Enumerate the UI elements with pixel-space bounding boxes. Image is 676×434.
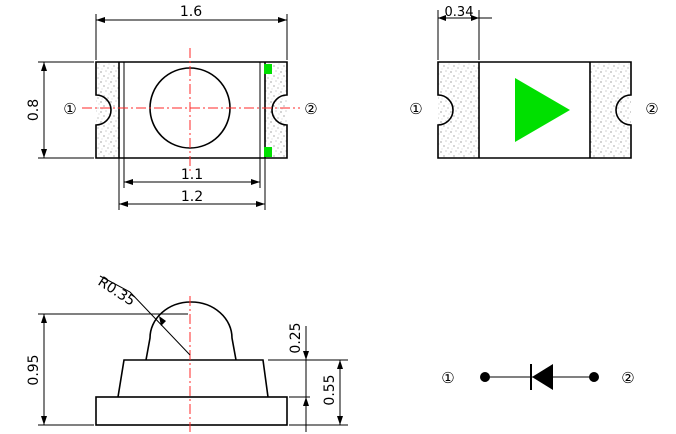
dim-1-1-arrow-left: [124, 179, 133, 185]
dim-0-95-label: 0.95: [26, 354, 42, 385]
dim-0-55-arrow-top: [337, 360, 343, 369]
dim-1-1-label: 1.1: [181, 167, 203, 183]
dim-0-25-arrow-lower: [303, 397, 309, 406]
polarity-mark-bottom: [264, 147, 272, 157]
side-body: [117, 359, 269, 398]
bottom-right-pad: [590, 62, 631, 158]
bottom-view: 0.34 ① ②: [409, 5, 659, 159]
left-pad-fill: [96, 62, 119, 158]
dim-0-34-arrow-left: [438, 15, 446, 21]
radius-arrow: [159, 316, 166, 326]
dim-0-55-label: 0.55: [322, 374, 338, 405]
dim-1-6-label: 1.6: [180, 4, 202, 20]
diode-symbol: ① ②: [441, 364, 635, 390]
radius-leader-1: [99, 275, 131, 293]
bottom-view-pin2-label: ②: [645, 100, 658, 118]
dim-1-2-arrow-right: [256, 201, 265, 207]
diode-pin2-label: ②: [621, 369, 634, 387]
radius-label: R0.35: [95, 274, 138, 310]
top-body-outline: [95, 61, 288, 159]
side-base: [95, 396, 288, 426]
dim-0-55-arrow-bottom: [337, 416, 343, 425]
top-view-pin1-label: ①: [63, 100, 76, 118]
dim-0-25-arrow: [303, 351, 309, 360]
polarity-mark-top: [264, 64, 272, 74]
right-pad-fill: [265, 62, 287, 158]
dim-0-95-arrow-top: [41, 314, 47, 323]
dim-1-6-arrow-left: [96, 17, 105, 23]
diode-terminal-right: [589, 372, 599, 382]
dim-1-6-arrow-right: [278, 17, 287, 23]
side-view: R0.35 0.95 0.25 0.55: [26, 274, 348, 432]
dim-0-8-arrow-top: [41, 62, 47, 71]
diode-pin1-label: ①: [441, 369, 454, 387]
bottom-left-pad: [438, 62, 479, 158]
dim-0-95-arrow-bottom: [41, 416, 47, 425]
dim-1-1-arrow-right: [251, 179, 260, 185]
dim-0-34-arrow-right: [471, 15, 479, 21]
bottom-body-outline: [437, 61, 632, 159]
dim-0-25-label: 0.25: [288, 322, 304, 353]
polarity-triangle-icon: [515, 78, 570, 142]
dim-1-2-arrow-left: [119, 201, 128, 207]
dim-0-8-label: 0.8: [26, 99, 42, 121]
dim-0-34-label: 0.34: [445, 5, 474, 20]
top-view: 1.6 0.8 1.1 1.2 ① ②: [26, 4, 318, 210]
bottom-view-pin1-label: ①: [409, 100, 422, 118]
side-dome: [145, 301, 237, 361]
radius-leader-2: [129, 291, 191, 356]
top-view-pin2-label: ②: [304, 100, 317, 118]
dim-0-8-arrow-bottom: [41, 149, 47, 158]
diode-triangle-icon: [532, 364, 553, 390]
dim-1-2-label: 1.2: [181, 189, 203, 205]
